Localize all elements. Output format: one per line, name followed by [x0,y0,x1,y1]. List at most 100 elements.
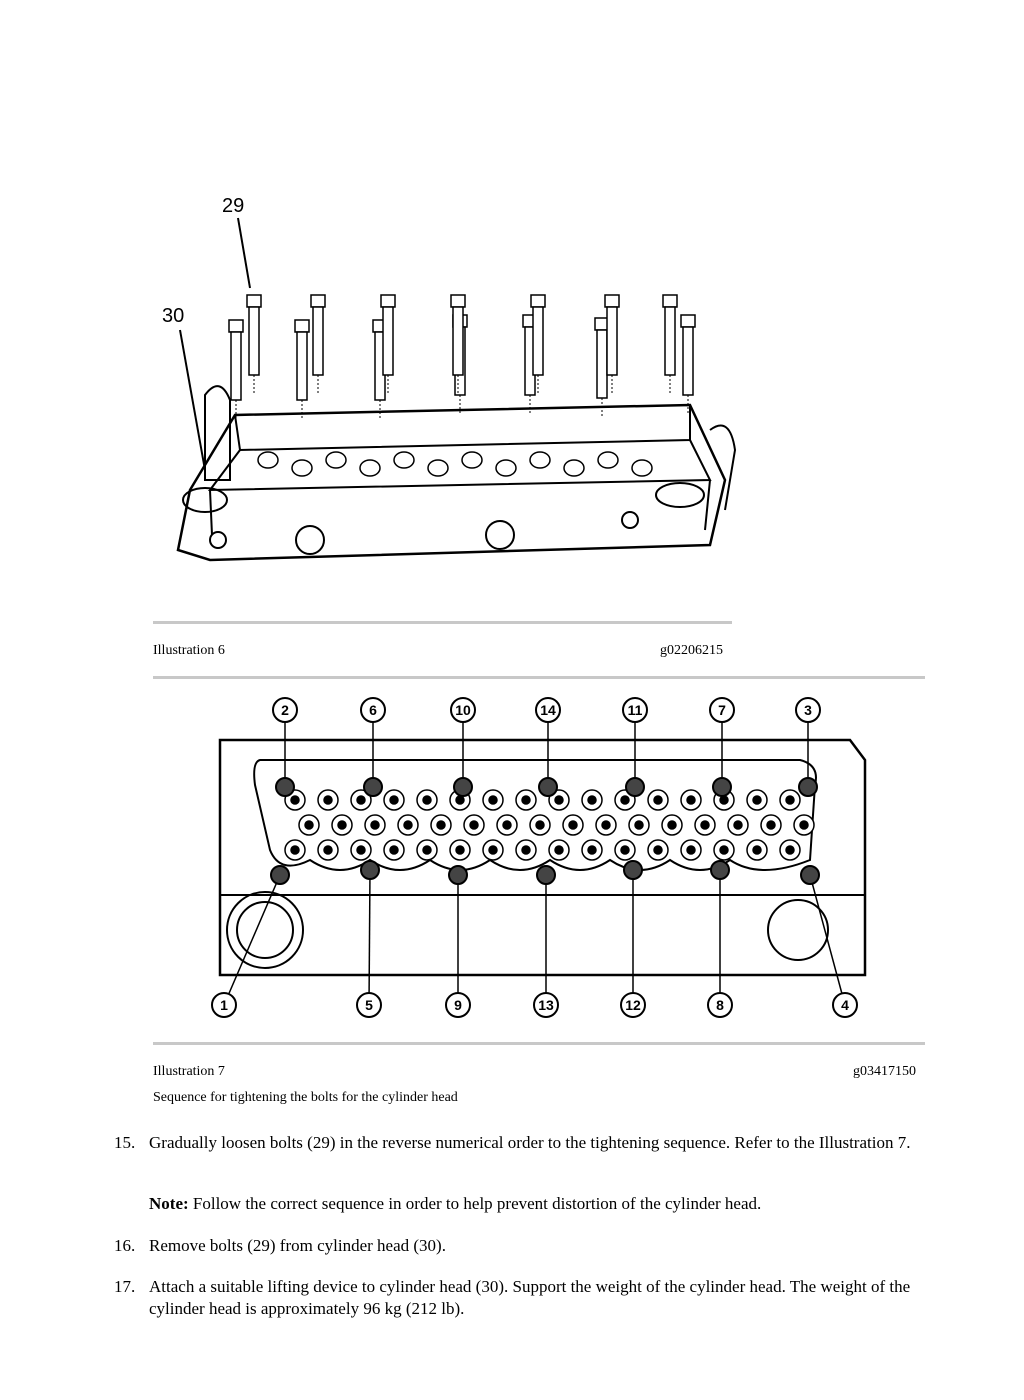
svg-text:10: 10 [455,702,471,718]
svg-text:6: 6 [369,702,377,718]
callout-4: 4 [800,865,858,1018]
valve-stem [389,795,399,805]
valve-stem [554,795,564,805]
callout-1: 1 [211,865,290,1018]
callout-30: 30 [162,305,184,327]
rocker-pivot [563,459,585,477]
rocker-pivot [257,451,279,469]
rocker-pivot [495,459,517,477]
valve-stem [620,795,630,805]
note-text: Follow the correct sequence in order to … [192,1194,762,1213]
illustration-6-caption: Illustration 6 [153,643,225,658]
callout-12: 12 [620,860,646,1018]
valve-stem [389,845,399,855]
bolt [530,294,546,395]
valve-stem [785,795,795,805]
valve-stem [733,820,743,830]
valve-stem [785,845,795,855]
svg-text:3: 3 [804,702,812,718]
callout-13: 13 [533,865,559,1018]
illustration-7-caption: Illustration 7 [153,1064,225,1079]
svg-text:4: 4 [841,997,849,1013]
valve-stem [455,845,465,855]
callout-3: 3 [795,697,821,797]
valve-stem [653,845,663,855]
valve-stem [455,795,465,805]
svg-text:2: 2 [281,702,289,718]
callout-29: 29 [222,195,244,217]
valve-stem [587,845,597,855]
callout-11: 11 [622,697,648,797]
rocker-pivot [597,451,619,469]
illustration-7-drawing: 2 6 10 14 11 7 3 1 5 9 13 12 8 4 [211,697,867,1018]
bolt [294,319,310,420]
valve-stem [422,795,432,805]
step-number: 17. [114,1277,136,1296]
svg-text:8: 8 [716,997,724,1013]
valve-stem [686,845,696,855]
rocker-pivot [427,459,449,477]
valve-stem [568,820,578,830]
note: Note: Follow the correct sequence in ord… [149,1194,761,1214]
bolts-29 [228,294,696,420]
step-text: Remove bolts (29) from cylinder head (30… [149,1236,446,1255]
bolt [680,314,696,415]
callout-10: 10 [450,697,476,797]
valve-stem [323,845,333,855]
rocker-pivot [631,459,653,477]
valve-stem [634,820,644,830]
valve-stem [422,845,432,855]
svg-text:14: 14 [540,702,556,718]
valve-stem [799,820,809,830]
bolt [380,294,396,395]
bolt [450,294,466,395]
valve-stem [436,820,446,830]
valve-stem [502,820,512,830]
svg-text:11: 11 [628,702,643,718]
valve-stem [403,820,413,830]
svg-text:13: 13 [538,997,554,1013]
step-text: Attach a suitable lifting device to cyli… [149,1277,911,1318]
illustration-7-id: g03417150 [853,1064,916,1079]
rocker-pivot [461,451,483,469]
valve-stem [700,820,710,830]
step-number: 16. [114,1236,136,1255]
valve-stem [488,795,498,805]
illustration-7-subcaption: Sequence for tightening the bolts for th… [153,1090,458,1105]
valve-stem [667,820,677,830]
svg-text:12: 12 [625,997,641,1013]
valve-stem [766,820,776,830]
valve-stem [370,820,380,830]
callout-9: 9 [445,865,471,1018]
callout-8: 8 [707,860,733,1018]
valve-stem [653,795,663,805]
illustration-6-id: g02206215 [660,643,723,658]
rocker-pivot [529,451,551,469]
valve-stem [521,795,531,805]
valve-stem [752,795,762,805]
valve-stem [752,845,762,855]
callout-7: 7 [709,697,735,797]
rocker-pivot [393,451,415,469]
svg-text:7: 7 [718,702,726,718]
rocker-pivot [291,459,313,477]
bolt [662,294,678,395]
step-text: Gradually loosen bolts (29) in the rever… [149,1133,911,1152]
callout-5: 5 [356,860,382,1018]
valve-stem [356,795,366,805]
rocker-pivot [325,451,347,469]
valve-stem [535,820,545,830]
svg-text:1: 1 [220,997,228,1013]
illustration-6-drawing: 29 30 [162,195,737,562]
svg-text:5: 5 [365,997,373,1013]
valve-stem [719,795,729,805]
note-label: Note: [149,1194,189,1213]
callout-14: 14 [535,697,561,797]
bolt [228,319,244,420]
valve-stem [601,820,611,830]
bolt [246,294,262,395]
valve-stem [521,845,531,855]
valve-stem [620,845,630,855]
step-number: 15. [114,1133,136,1152]
valve-stem [323,795,333,805]
